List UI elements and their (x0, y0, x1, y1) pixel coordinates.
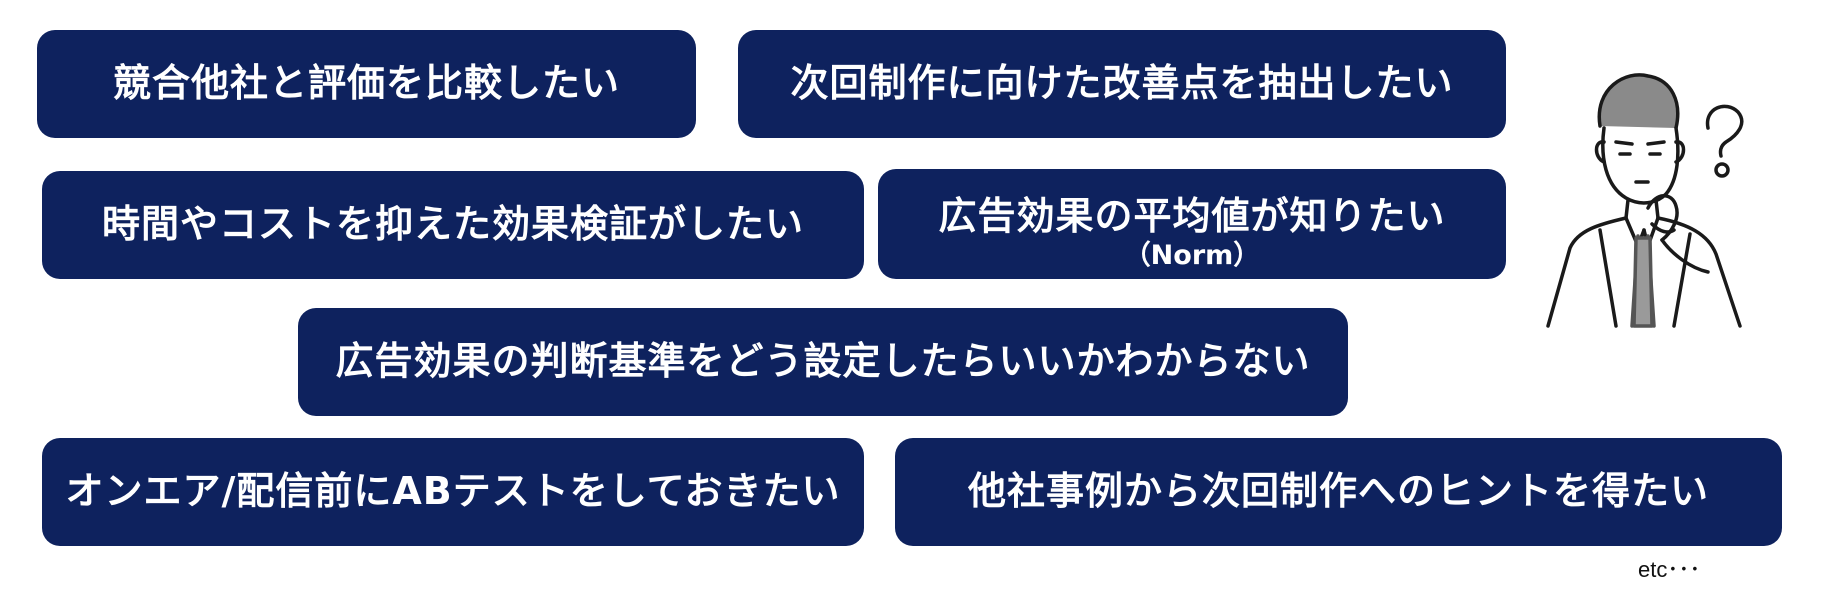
etc-note: etc･･･ (1638, 557, 1701, 582)
concern-competitor-case-hints: 他社事例から次回制作へのヒントを得たい (895, 438, 1782, 546)
concern-compare-competitors: 競合他社と評価を比較したい (37, 30, 696, 138)
concern-label: オンエア/配信前にABテストをしておきたい (65, 469, 841, 514)
thinking-businessman-icon (1540, 58, 1790, 328)
concern-extract-improvements: 次回制作に向けた改善点を抽出したい (738, 30, 1506, 138)
concern-judgment-criteria: 広告効果の判断基準をどう設定したらいいかわからない (298, 308, 1348, 416)
concern-label: 広告効果の判断基準をどう設定したらいいかわからない (335, 339, 1311, 384)
concern-label: 広告効果の平均値が知りたい (938, 194, 1446, 239)
concern-cost-effective-verification: 時間やコストを抑えた効果検証がしたい (42, 171, 864, 279)
concern-label: 時間やコストを抑えた効果検証がしたい (101, 202, 804, 247)
concern-sublabel: （Norm） (1123, 240, 1261, 271)
concern-label: 他社事例から次回制作へのヒントを得たい (967, 469, 1709, 514)
concern-label: 競合他社と評価を比較したい (112, 61, 620, 106)
concern-average-effect-norm: 広告効果の平均値が知りたい （Norm） (878, 169, 1506, 279)
concern-label: 次回制作に向けた改善点を抽出したい (790, 61, 1454, 106)
concern-ab-test-before-airing: オンエア/配信前にABテストをしておきたい (42, 438, 864, 546)
